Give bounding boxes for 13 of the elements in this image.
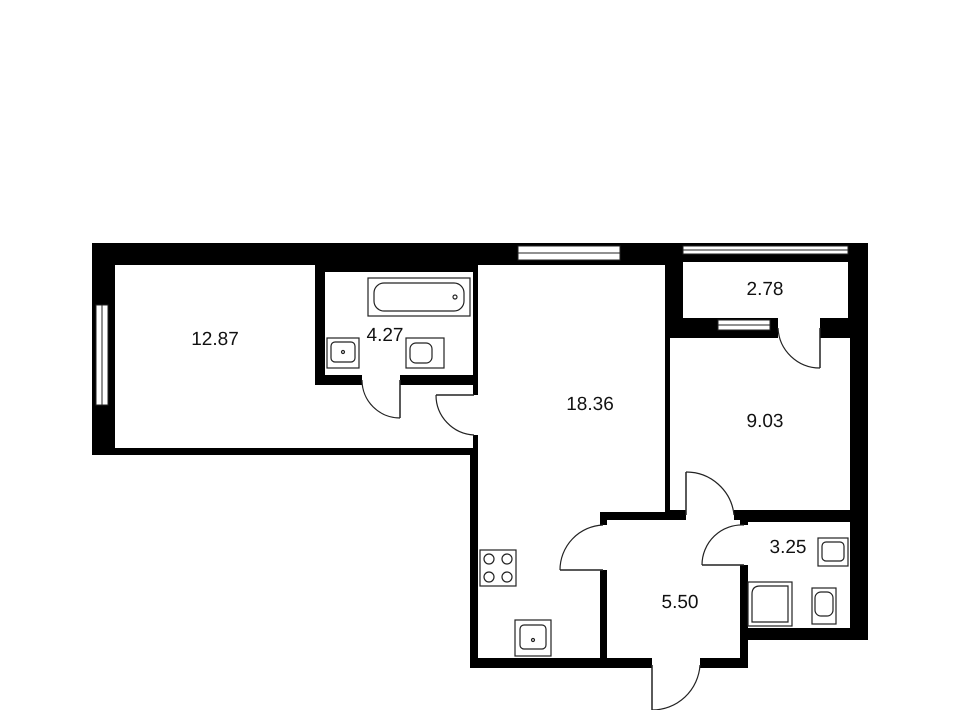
area-label: 5.50 <box>662 592 698 614</box>
room <box>748 522 850 628</box>
room <box>607 520 740 658</box>
room <box>670 338 850 510</box>
room <box>325 272 473 375</box>
room <box>683 262 848 318</box>
area-label: 3.25 <box>770 537 806 559</box>
area-label: 18.36 <box>566 394 614 416</box>
area-label: 9.03 <box>746 411 784 433</box>
area-label: 4.27 <box>366 325 404 347</box>
area-label: 2.78 <box>746 279 784 301</box>
area-label: 12.87 <box>191 329 239 351</box>
room <box>115 265 473 448</box>
